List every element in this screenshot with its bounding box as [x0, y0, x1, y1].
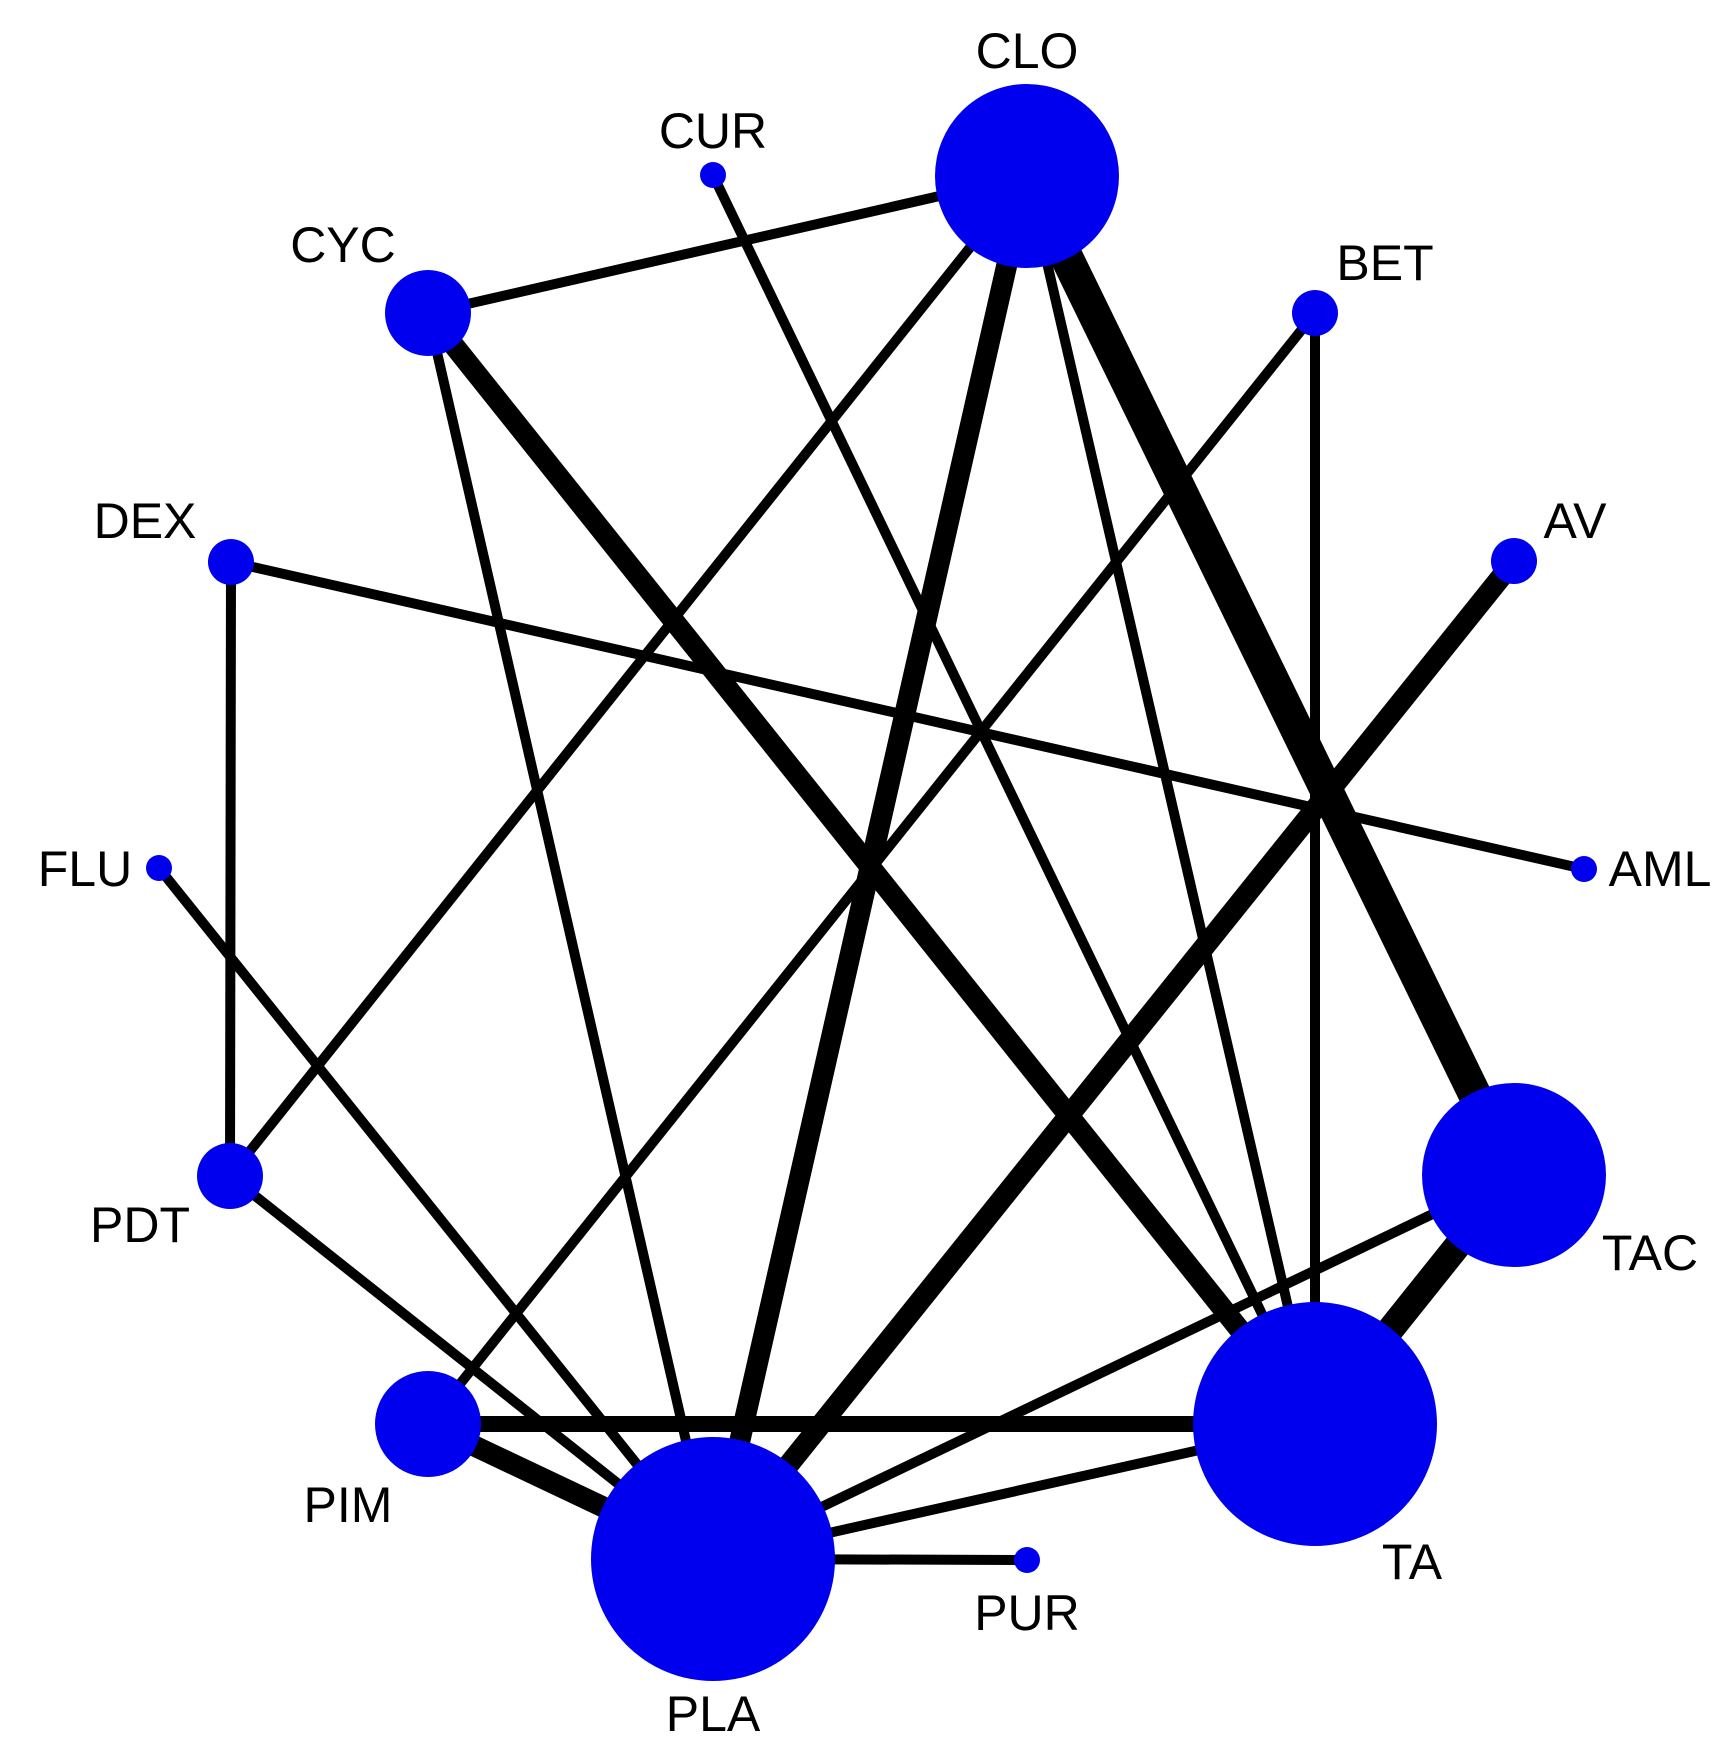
node-pdt — [197, 1143, 263, 1209]
edge-cur-ta — [708, 172, 1320, 1427]
edges-layer — [155, 168, 1586, 1569]
node-label-pur: PUR — [974, 1585, 1080, 1641]
edge-dex-aml — [229, 557, 1586, 874]
edge-tac-pla — [710, 1170, 1517, 1564]
edge-bet-pim — [424, 309, 1319, 1428]
node-flu — [146, 855, 172, 881]
node-pim — [375, 1371, 481, 1477]
node-cyc — [385, 270, 471, 356]
node-cur — [700, 162, 726, 188]
edge-clo-tac — [1012, 168, 1529, 1183]
node-pur — [1014, 1547, 1040, 1573]
edge-cyc-clo — [426, 171, 1029, 318]
edge-dex-pdt — [225, 561, 236, 1177]
node-label-pim: PIM — [304, 1477, 393, 1533]
node-label-av: AV — [1544, 493, 1608, 549]
node-label-aml: AML — [1609, 841, 1712, 897]
node-aml — [1571, 856, 1597, 882]
edge-flu-pla — [155, 864, 717, 1563]
node-tac — [1422, 1083, 1606, 1267]
node-label-bet: BET — [1336, 235, 1433, 291]
node-label-cur: CUR — [659, 103, 767, 159]
node-dex — [208, 539, 254, 585]
node-label-ta: TA — [1382, 1534, 1443, 1590]
edge-av-pla — [704, 554, 1523, 1566]
node-clo — [935, 84, 1119, 268]
nodes-layer — [146, 84, 1606, 1681]
node-label-tac: TAC — [1602, 1225, 1698, 1281]
edge-cyc-pla — [423, 311, 718, 1561]
labels-layer: CLO CUR CYC BET DEX AV FLU AML PDT TAC PIM TA PLA PUR — [38, 23, 1712, 1742]
node-label-pdt: PDT — [90, 1197, 190, 1253]
node-label-dex: DEX — [94, 493, 197, 549]
edge-clo-pdt — [226, 172, 1031, 1180]
node-label-flu: FLU — [38, 841, 132, 897]
node-label-cyc: CYC — [290, 217, 396, 273]
node-label-pla: PLA — [666, 1686, 761, 1742]
edge-clo-ta — [1022, 174, 1320, 1426]
node-ta — [1193, 1302, 1437, 1546]
node-pla — [591, 1437, 835, 1681]
node-label-clo: CLO — [976, 23, 1079, 79]
node-bet — [1292, 290, 1338, 336]
node-av — [1491, 538, 1537, 584]
